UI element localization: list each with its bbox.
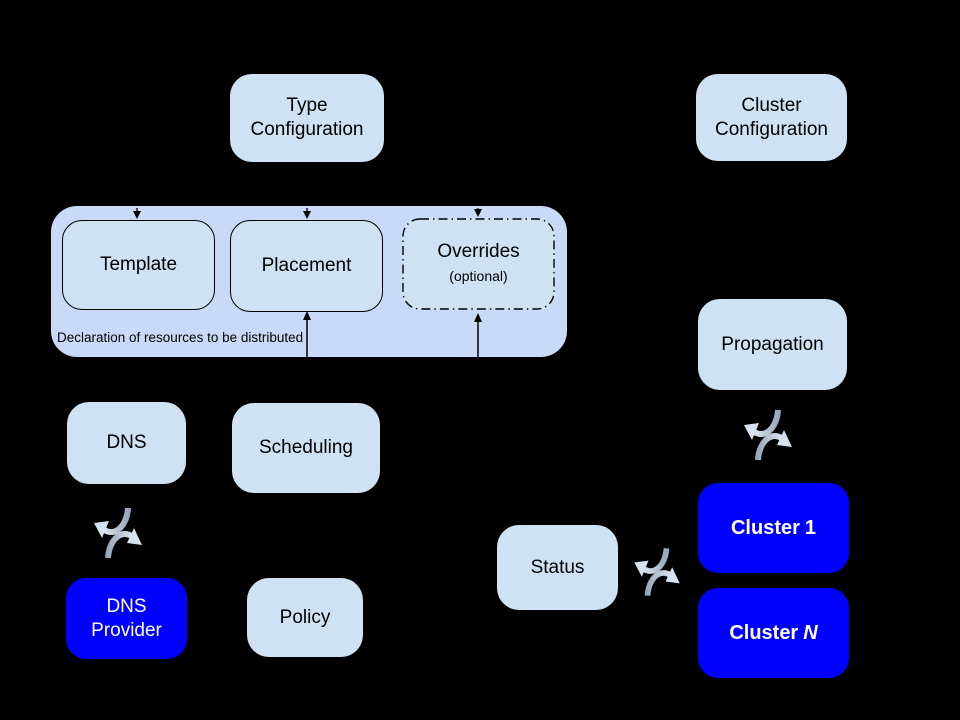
- dns-provider-node: DNS Provider: [66, 578, 187, 659]
- group-caption: Declaration of resources to be distribut…: [57, 330, 304, 345]
- policy-node: Policy: [247, 578, 363, 657]
- cluster-configuration-label: Cluster Configuration: [714, 94, 829, 140]
- propagation-sync-arrows-icon: [744, 409, 792, 461]
- type-configuration-label: Type Configuration: [250, 95, 364, 140]
- dns-provider-label: DNS Provider: [91, 595, 162, 641]
- placement-node: Placement: [230, 220, 383, 312]
- overrides-optional-note: (optional): [449, 268, 508, 284]
- overrides-label: Overrides (optional): [437, 241, 520, 284]
- status-sync-arrows-icon: [634, 548, 680, 596]
- dns-label: DNS: [106, 432, 147, 454]
- dash-dot-border: [402, 218, 555, 310]
- placement-label: Placement: [261, 255, 352, 277]
- propagation-label: Propagation: [721, 333, 824, 355]
- type-configuration-node: Type Configuration: [230, 74, 384, 162]
- propagation-node: Propagation: [698, 299, 847, 390]
- status-node: Status: [497, 525, 618, 610]
- template-label: Template: [99, 254, 178, 276]
- cluster-configuration-node: Cluster Configuration: [696, 74, 847, 161]
- status-label: Status: [530, 556, 585, 578]
- policy-label: Policy: [279, 606, 331, 628]
- dns-sync-arrows-icon: [94, 507, 142, 559]
- template-node: Template: [62, 220, 215, 310]
- scheduling-node: Scheduling: [232, 403, 380, 493]
- overrides-node: Overrides (optional): [402, 218, 555, 310]
- dns-node: DNS: [67, 402, 186, 484]
- scheduling-label: Scheduling: [258, 437, 354, 459]
